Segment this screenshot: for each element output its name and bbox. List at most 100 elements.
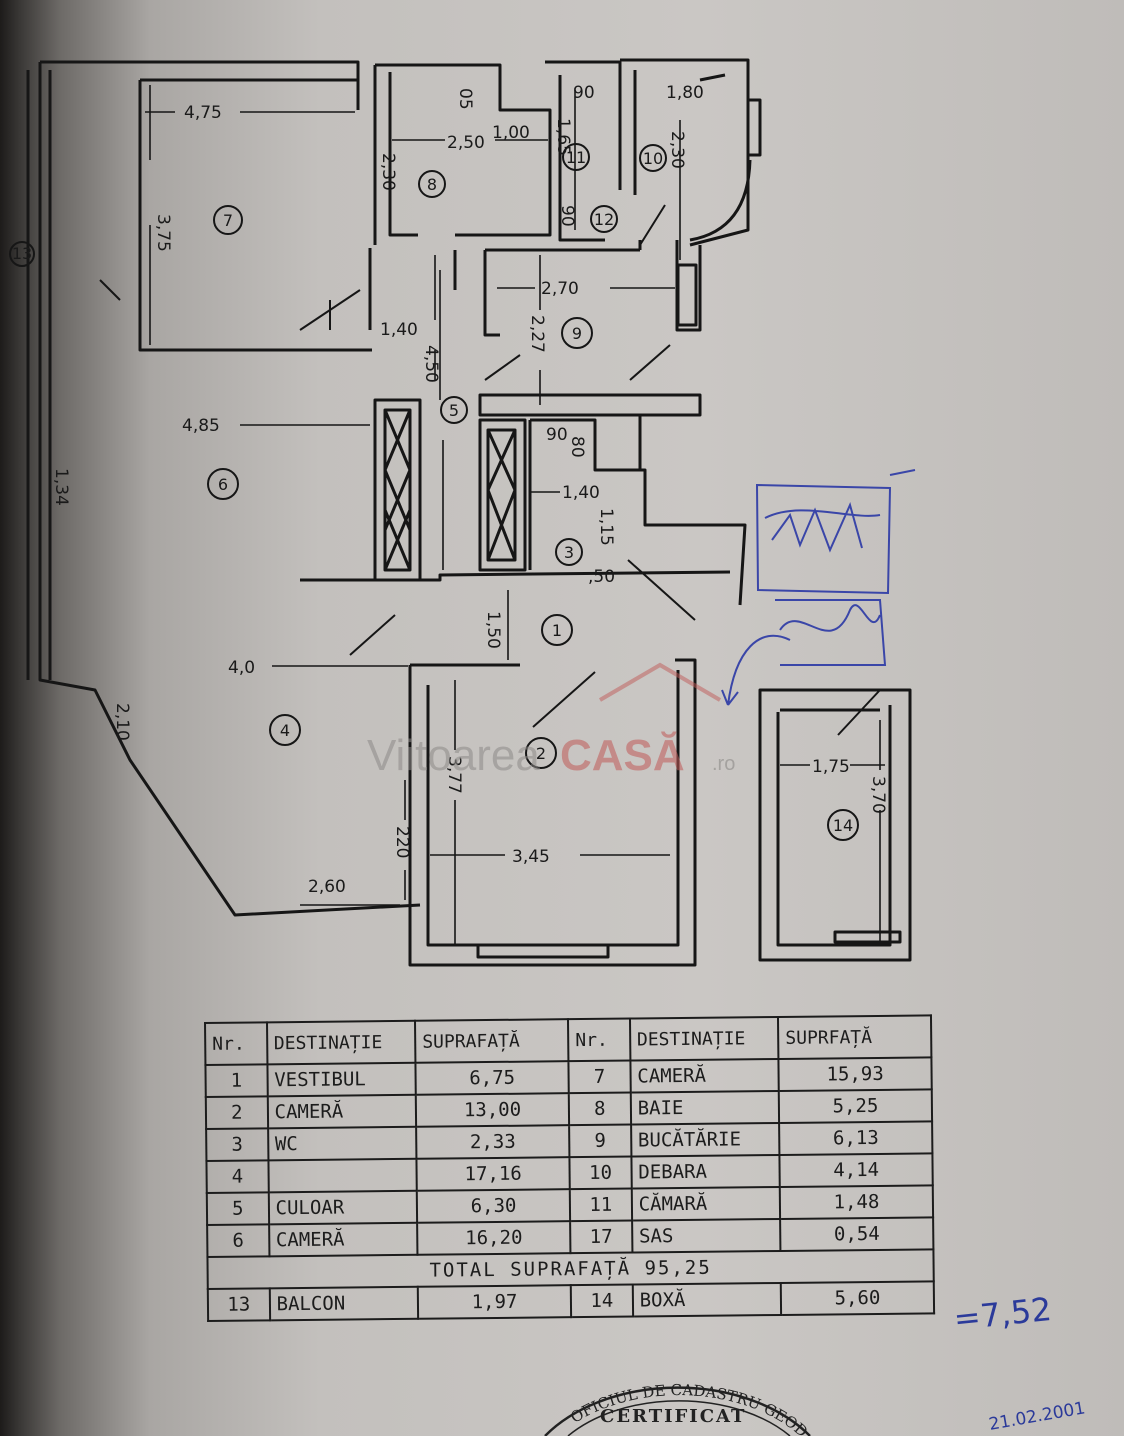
header-nr: Nr. [205, 1022, 268, 1065]
room-number: 6 [218, 475, 228, 494]
room-number: 12 [594, 210, 614, 229]
dimension-lines [145, 85, 885, 945]
table-row: 13 BALCON 1,97 14 BOXĂ 5,60 [207, 1281, 935, 1321]
dimension-label: 3,77 [444, 756, 464, 794]
dimension-label: 3,45 [512, 847, 550, 867]
header-area: SUPRAFAȚĂ [415, 1019, 569, 1063]
cell-area: 6,75 [415, 1061, 569, 1095]
watermark-text: .ro [712, 753, 735, 775]
dimension-label: 4,85 [182, 416, 220, 436]
cell-destination: BOXĂ [632, 1282, 782, 1317]
cell-nr: 6 [207, 1224, 270, 1257]
cell-area: 1,48 [779, 1185, 934, 1219]
dimension-label: 90 [573, 83, 595, 103]
door-swings [99, 204, 881, 736]
room-number: 4 [280, 721, 290, 740]
dimension-label: 1,75 [812, 757, 850, 777]
cell-destination: BALCON [269, 1286, 419, 1321]
header-nr: Nr. [568, 1018, 631, 1062]
cell-nr: 14 [570, 1284, 633, 1318]
cell-nr: 7 [568, 1060, 631, 1094]
cell-area: 5,60 [780, 1281, 935, 1315]
cell-area: 13,00 [415, 1093, 570, 1127]
room-number: 2 [536, 744, 546, 763]
cell-destination: BAIE [630, 1090, 780, 1125]
cell-area: 5,25 [778, 1089, 933, 1123]
cell-area: 6,13 [779, 1121, 933, 1155]
dimension-label: 80 [567, 436, 587, 458]
cell-destination: CULOAR [268, 1190, 418, 1225]
handwritten-total: =7,52 [952, 1290, 1053, 1338]
dimension-label: 1,65 [553, 118, 573, 156]
dimension-label: 2,60 [308, 877, 346, 897]
cell-nr: 5 [206, 1192, 269, 1225]
cell-nr: 10 [569, 1156, 632, 1190]
cell-destination: BUCĂTĂRIE [630, 1122, 780, 1157]
dimension-label: 90 [546, 425, 568, 445]
dimension-labels: 4,75 3,75 2 ,50 1,00 05 2,30 90 1,65 1,80… [51, 83, 888, 897]
cell-nr: 2 [205, 1096, 268, 1129]
dimension-label: 2,10 [112, 703, 132, 741]
header-area: SUPRFAȚĂ [778, 1015, 932, 1059]
cell-area: 16,20 [417, 1221, 571, 1255]
dimension-label: 2,70 [541, 279, 579, 299]
dimension-label: 1,40 [380, 320, 418, 340]
dimension-label: 4,50 [421, 345, 441, 383]
cell-destination: WC [267, 1126, 417, 1161]
cell-nr: 3 [206, 1128, 269, 1161]
room-number-circles [9, 143, 859, 841]
dimension-label: 05 [455, 88, 475, 110]
stamp-center-text: CERTIFICAT [600, 1406, 746, 1427]
room-numbers: 7 8 11 10 12 13 9 5 6 3 1 4 2 14 [12, 148, 853, 835]
dimension-label: 4,75 [184, 103, 222, 123]
dimension-label: 2,30 [667, 131, 687, 169]
cell-area: 6,30 [416, 1189, 571, 1223]
cell-nr: 13 [207, 1288, 270, 1321]
cell-destination: VESTIBUL [267, 1062, 416, 1097]
cell-nr: 1 [205, 1064, 268, 1097]
area-table: Nr. DESTINAȚIE SUPRAFAȚĂ Nr. DESTINAȚIE … [204, 1014, 935, 1322]
room-number: 1 [552, 621, 562, 640]
cell-destination: DEBARA [631, 1154, 780, 1189]
room-number: 7 [223, 211, 233, 230]
cell-nr: 9 [569, 1124, 632, 1158]
dimension-label: 1,00 [492, 123, 530, 143]
cell-destination [268, 1158, 417, 1193]
cell-area: 2,33 [416, 1125, 570, 1159]
dimension-label: 220 [392, 826, 412, 858]
cell-area: 1,97 [417, 1285, 572, 1319]
cell-area: 17,16 [416, 1157, 570, 1191]
plan-walls [26, 58, 912, 967]
dimension-label: 2,30 [378, 153, 398, 191]
dimension-label: 1,40 [562, 483, 600, 503]
cell-area: 0,54 [780, 1217, 934, 1251]
dimension-label: 4,0 [228, 658, 255, 678]
dimension-label: 1,50 [483, 611, 503, 649]
cell-area: 15,93 [778, 1057, 932, 1091]
dimension-label: 90 [557, 205, 577, 227]
room-number: 8 [427, 175, 437, 194]
watermark-text: CASĂ [560, 730, 685, 780]
dimension-label: 3,70 [868, 776, 888, 814]
cell-destination: CAMERĂ [267, 1094, 417, 1129]
room-number: 10 [643, 149, 663, 168]
header-destination: DESTINAȚIE [266, 1020, 416, 1065]
watermark-text: Viitoarea [367, 731, 540, 780]
header-destination: DESTINAȚIE [629, 1016, 779, 1061]
cell-nr: 17 [570, 1220, 633, 1254]
room-number: 14 [833, 816, 853, 835]
cell-nr: 8 [568, 1092, 631, 1126]
dimension-label: 3,75 [153, 214, 173, 252]
cell-destination: CĂMARĂ [631, 1186, 781, 1221]
cell-destination: SAS [631, 1218, 781, 1253]
room-number: 13 [12, 244, 32, 263]
room-number: 9 [572, 324, 582, 343]
dimension-label: 1,80 [666, 83, 704, 103]
handwritten-marks [721, 469, 916, 706]
handwritten-date: 21.02.2001 [987, 1398, 1086, 1435]
dimension-label: ,50 [588, 567, 615, 587]
cell-area: 4,14 [779, 1153, 933, 1187]
dimension-label: 1,34 [51, 468, 71, 506]
room-number: 5 [449, 401, 459, 420]
